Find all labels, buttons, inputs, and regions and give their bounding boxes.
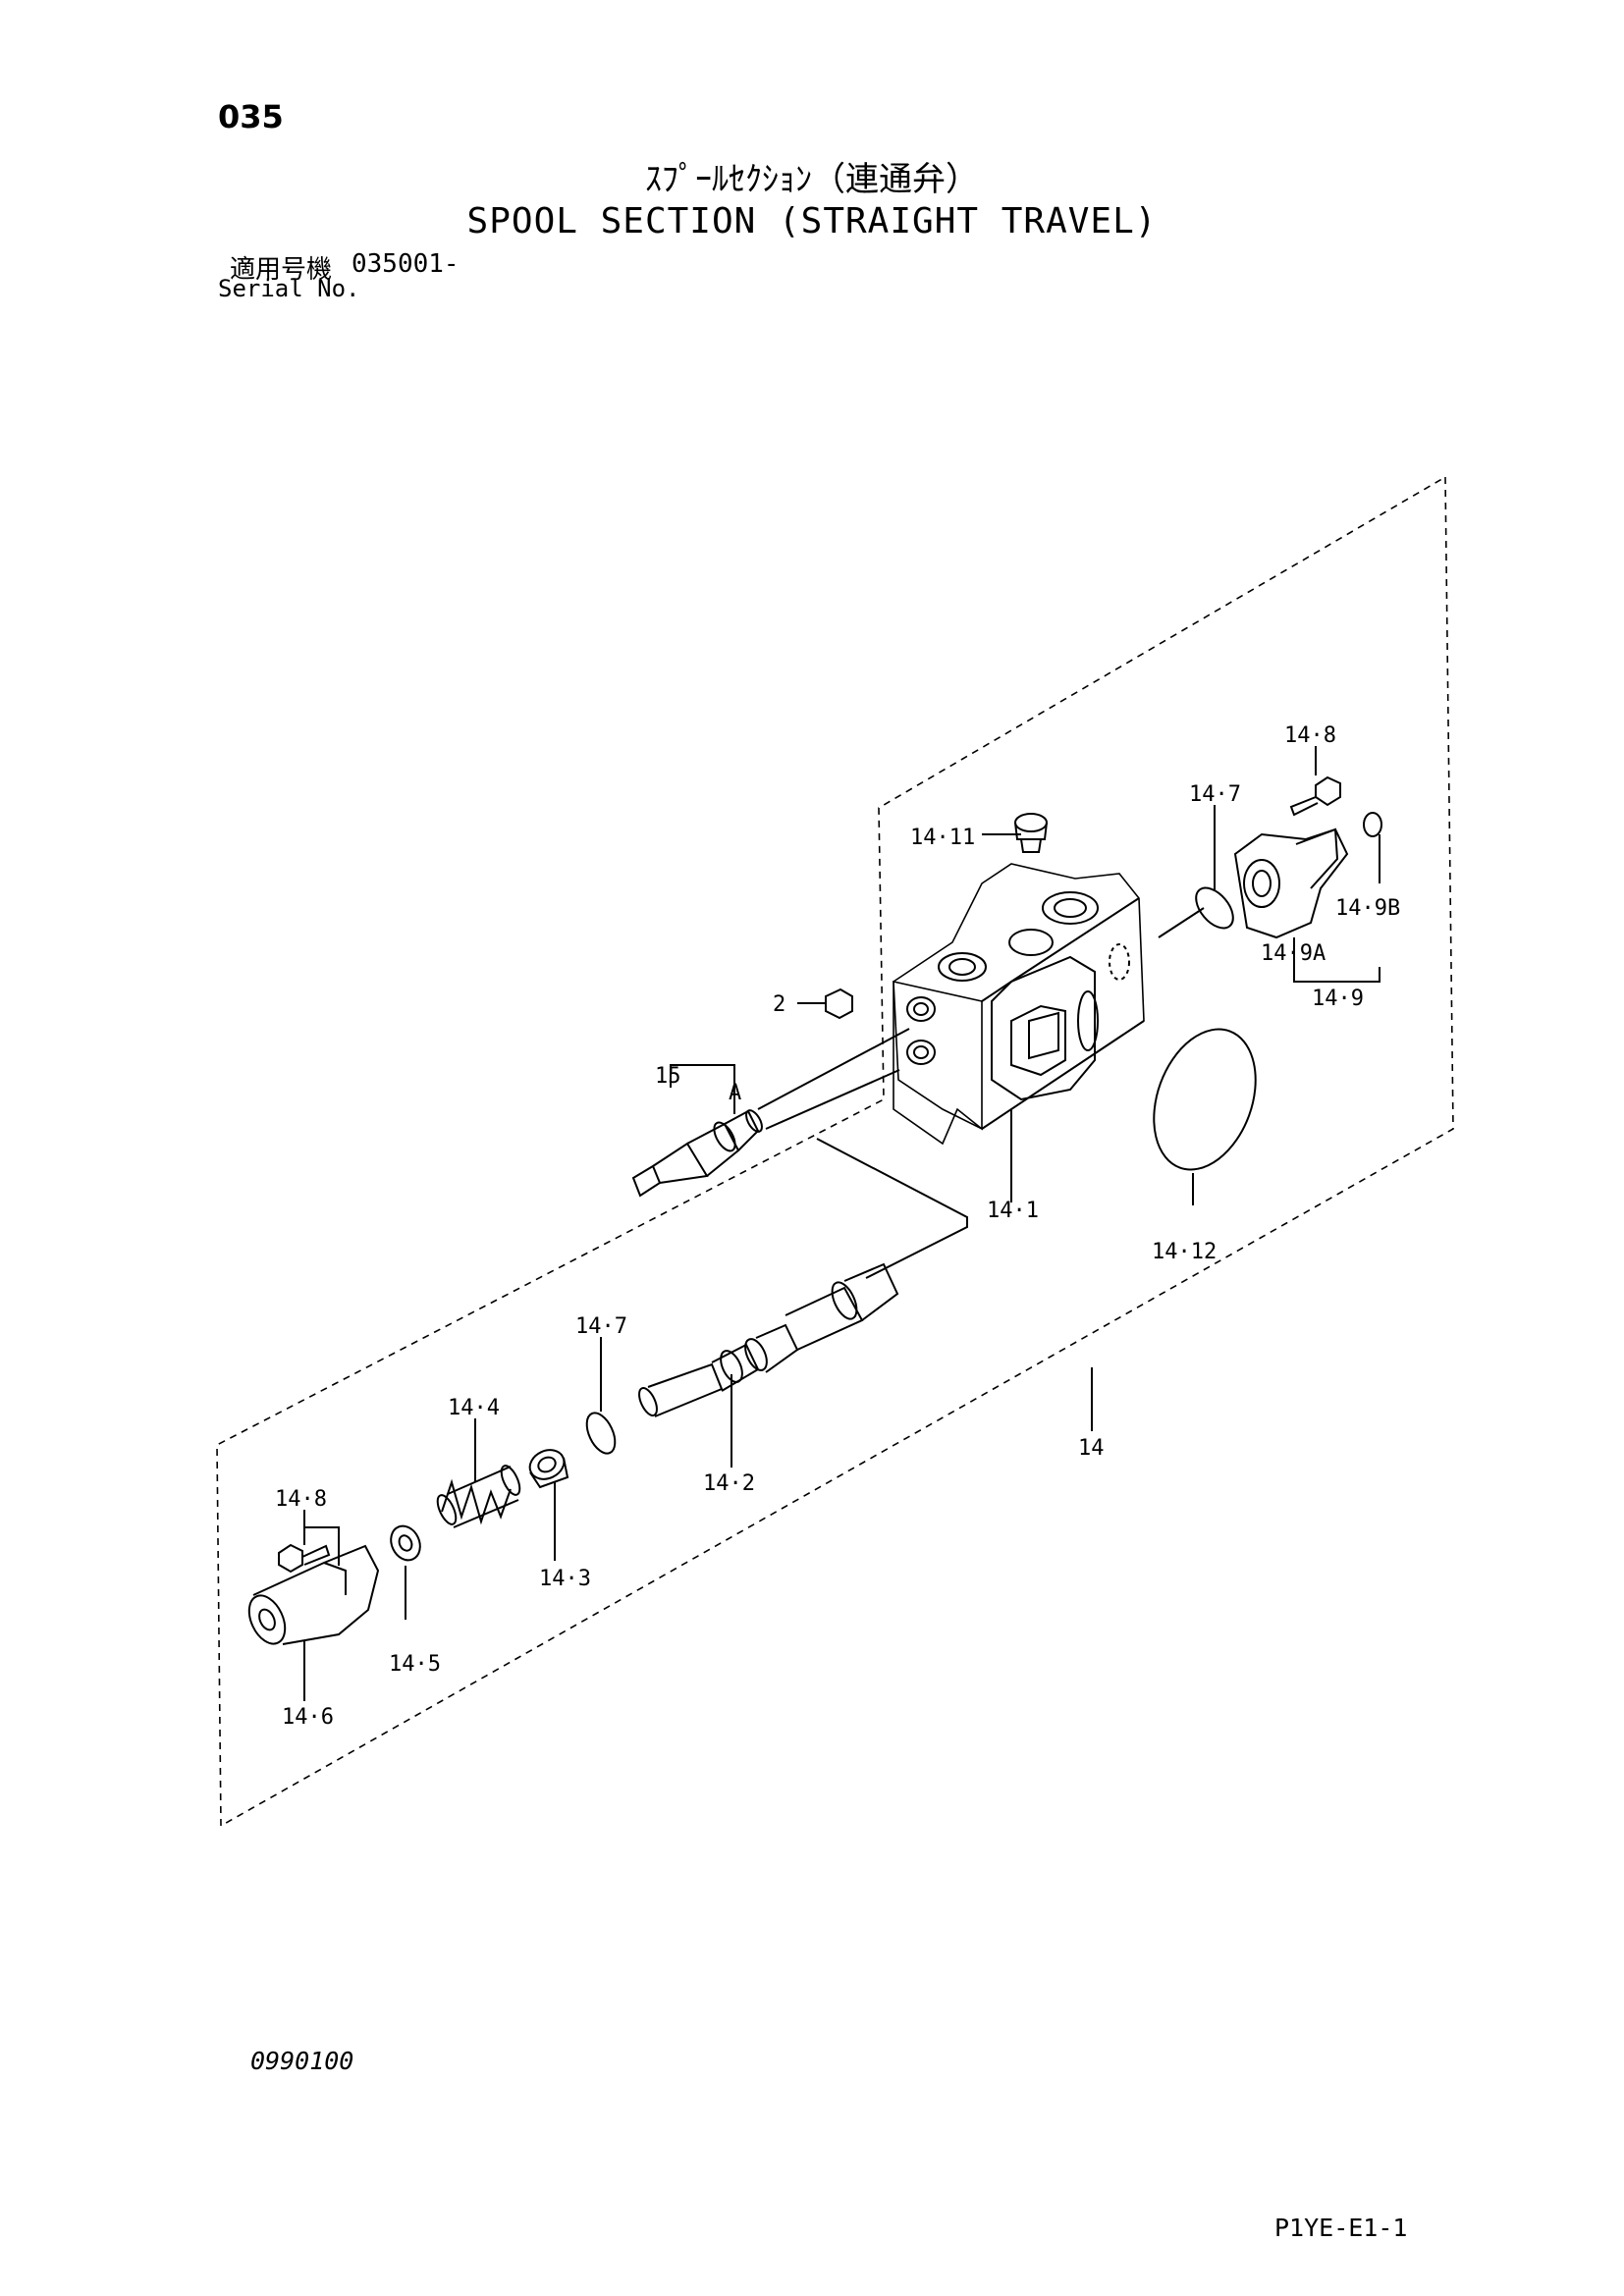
bracket-15 bbox=[670, 1064, 735, 1088]
o-ring-14-7-top bbox=[1195, 886, 1234, 930]
nut-2 bbox=[825, 988, 853, 1020]
spring-retainer-14-3 bbox=[528, 1449, 569, 1489]
bolt-14-8-top bbox=[1289, 775, 1341, 817]
end-cap-14-6 bbox=[247, 1544, 380, 1645]
serial-number-value: 035001- bbox=[352, 249, 460, 279]
callout-15: 15 bbox=[655, 1064, 681, 1089]
callout-a: A bbox=[729, 1081, 741, 1105]
callout-14-11: 14·11 bbox=[910, 826, 975, 850]
callout-14-5: 14·5 bbox=[389, 1652, 441, 1677]
callout-2: 2 bbox=[773, 992, 785, 1017]
washer-14-5 bbox=[390, 1524, 421, 1562]
washer-14-9b bbox=[1363, 812, 1382, 837]
assembly-boundary-dashed bbox=[216, 475, 1454, 1828]
page-title-japanese: ｽﾌﾟｰﾙｾｸｼｮﾝ（連通弁） bbox=[645, 160, 979, 199]
callout-14-9: 14·9 bbox=[1312, 987, 1364, 1011]
leader-spool-to-body bbox=[816, 1138, 968, 1279]
callout-14-1: 14·1 bbox=[987, 1199, 1039, 1223]
bracket-14-8-bottom bbox=[304, 1526, 340, 1566]
spool-14-2 bbox=[638, 1262, 899, 1417]
callout-14-8-bottom: 14·8 bbox=[275, 1487, 327, 1512]
cover-cap-14-9a bbox=[1233, 828, 1349, 939]
plug-14-11 bbox=[1014, 813, 1048, 853]
callout-14: 14 bbox=[1078, 1436, 1105, 1461]
callout-14-8-top: 14·8 bbox=[1284, 723, 1336, 748]
spring-14-4 bbox=[436, 1465, 521, 1528]
callout-14-3: 14·3 bbox=[539, 1567, 591, 1591]
o-ring-14-7-bottom bbox=[585, 1412, 617, 1455]
callout-14-6: 14·6 bbox=[282, 1705, 334, 1730]
callout-14-4: 14·4 bbox=[448, 1396, 500, 1420]
bracket-14-9 bbox=[1293, 967, 1380, 983]
callout-14-9b: 14·9B bbox=[1335, 896, 1400, 921]
callout-14-12: 14·12 bbox=[1152, 1240, 1217, 1264]
relief-valve-15 bbox=[631, 1109, 763, 1198]
valve-body-14-1 bbox=[893, 863, 1145, 1146]
callout-14-7-bottom: 14·7 bbox=[575, 1314, 627, 1339]
page-number: 035 bbox=[218, 98, 284, 135]
serial-label: Serial No. bbox=[218, 275, 360, 302]
page-reference: P1YE-E1-1 bbox=[1274, 2214, 1408, 2242]
document-code: 0990100 bbox=[250, 2047, 354, 2075]
callout-14-2: 14·2 bbox=[703, 1471, 755, 1496]
serial-label-japanese: 適用号機 bbox=[230, 255, 333, 285]
page-title: SPOOL SECTION (STRAIGHT TRAVEL) bbox=[466, 201, 1158, 241]
callout-14-7-top: 14·7 bbox=[1189, 782, 1241, 807]
bolt-14-8-bottom bbox=[278, 1543, 331, 1574]
callout-14-9a: 14·9A bbox=[1261, 941, 1326, 966]
seal-ring-14-12 bbox=[1153, 1028, 1257, 1171]
